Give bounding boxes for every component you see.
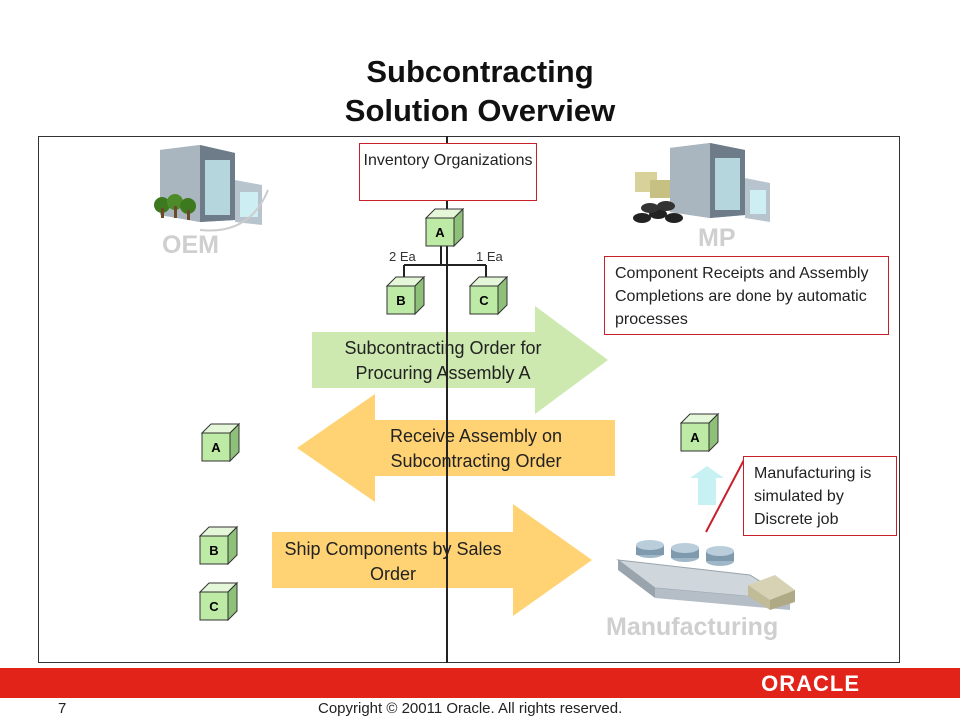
copyright-text: Copyright © 20011 Oracle. All rights res…	[318, 700, 623, 717]
conveyor-icon	[616, 540, 795, 610]
cube-oem-b: B	[198, 525, 239, 566]
cube-label: A	[211, 440, 221, 455]
footer-bar	[0, 668, 960, 698]
cube-top-b: B	[385, 275, 426, 316]
oem-label: OEM	[162, 231, 219, 259]
oem-building-icon	[154, 145, 269, 232]
qty-left-label: 2 Ea	[389, 249, 416, 264]
manufacturing-simulated-box: Manufacturing is simulated by Discrete j…	[743, 456, 897, 536]
mp-label: MP	[698, 224, 736, 252]
subcontracting-order-text: Subcontracting Order for Procuring Assem…	[344, 338, 542, 383]
cube-oem-a: A	[200, 422, 241, 463]
qty-right-label: 1 Ea	[476, 249, 503, 264]
subcontracting-order-arrow	[312, 306, 608, 414]
manufacturing-label: Manufacturing	[606, 613, 779, 641]
cube-top-c: C	[468, 275, 509, 316]
inventory-organizations-box: Inventory Organizations	[359, 143, 537, 201]
cube-label: A	[690, 430, 700, 445]
up-arrow-icon	[690, 466, 724, 505]
cube-label: A	[435, 225, 445, 240]
cube-label: B	[209, 543, 218, 558]
cube-mp-a: A	[679, 412, 720, 453]
receive-assembly-arrow	[297, 394, 615, 502]
mp-building-icon	[633, 143, 770, 223]
cube-label: B	[396, 293, 405, 308]
slide-title-line2: Solution Overview	[344, 93, 616, 128]
slide-title-line1: Subcontracting	[366, 54, 594, 89]
component-receipts-box: Component Receipts and Assembly Completi…	[604, 256, 889, 335]
receive-assembly-text: Receive Assembly on Subcontracting Order	[389, 426, 563, 471]
oracle-logo: ORACLE	[761, 671, 860, 696]
cube-top-a: A	[424, 207, 465, 248]
ship-components-arrow	[272, 504, 592, 616]
cube-label: C	[209, 599, 219, 614]
diagram-frame	[38, 136, 900, 663]
center-divider-line	[446, 136, 448, 663]
cube-label: C	[479, 293, 489, 308]
page-number: 7	[58, 700, 67, 717]
ship-components-text: Ship Components by Sales Order	[284, 539, 502, 584]
cube-oem-c: C	[198, 581, 239, 622]
